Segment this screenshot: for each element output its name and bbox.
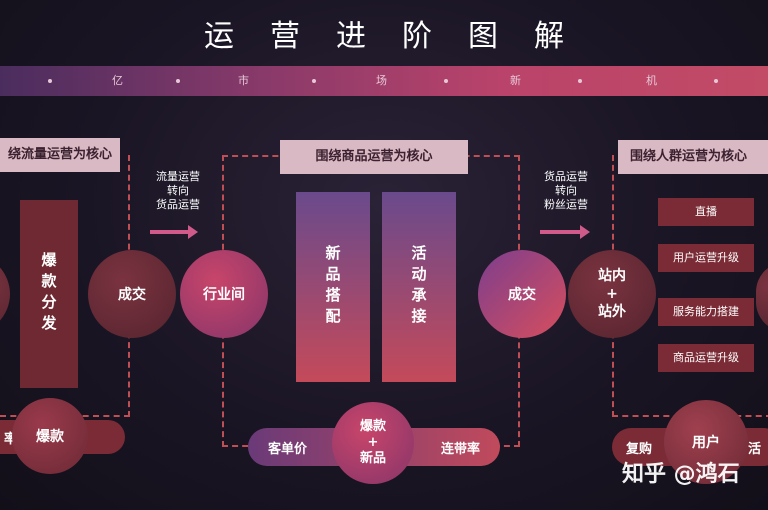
banner-char: 新 (510, 74, 521, 87)
arrow2-shaft (540, 230, 580, 234)
arrow1-line1: 流量运营 (156, 170, 200, 183)
banner-dot (578, 79, 582, 83)
right-item-user-ops: 用户运营升级 (658, 244, 754, 272)
banner-char: 亿 (112, 74, 123, 87)
banner-char: 机 (646, 74, 657, 87)
arrow1-head (188, 225, 198, 239)
right-pill-left-label: 复购 (626, 441, 653, 457)
right-bottom-circle-label: 用户 (692, 435, 720, 451)
right-pill-right-label: 活 (748, 441, 762, 457)
right-circle-channels: 站内 + 站外 (568, 250, 656, 338)
arrow1-shaft (150, 230, 188, 234)
right-partial-circle (756, 262, 768, 332)
middle-center-bottom: 新品 (359, 451, 386, 466)
middle-pill-right-label: 连带率 (440, 441, 480, 457)
left-header: 绕流量运营为核心 (0, 138, 120, 172)
middle-center-top: 爆款 (359, 419, 386, 434)
right-circle-bottom: 站外 (598, 304, 626, 320)
banner-dot (176, 79, 180, 83)
middle-pill-left-label: 客单价 (268, 441, 308, 457)
right-circle-top: 站内 (598, 268, 626, 284)
left-bottom-circle: 爆款 (12, 398, 88, 474)
watermark: 知乎 @鸿石 (622, 462, 740, 487)
left-bottom-circle-label: 爆款 (36, 429, 64, 445)
banner-char: 市 (238, 74, 249, 87)
middle-right-circle: 成交 (478, 250, 566, 338)
arrow1-label: 流量运营 转向 货品运营 (144, 170, 212, 212)
middle-header: 围绕商品运营为核心 (280, 140, 468, 174)
banner-dot (312, 79, 316, 83)
middle-right-circle-label: 成交 (508, 287, 536, 303)
right-item-live: 直播 (658, 198, 754, 226)
middle-left-circle: 行业间 (180, 250, 268, 338)
banner-dot (48, 79, 52, 83)
middle-bar-right-label: 活动承接 (409, 245, 428, 329)
arrow2-line3: 粉丝运营 (544, 198, 588, 211)
left-tall-bar: 爆款分发 (20, 200, 78, 388)
right-item-service: 服务能力搭建 (658, 298, 754, 326)
banner-dot (714, 79, 718, 83)
middle-left-circle-label: 行业间 (203, 287, 245, 303)
arrow1-line3: 货品运营 (156, 198, 200, 211)
page-title: 运营进阶图解 (204, 19, 600, 54)
arrow2-line2: 转向 (555, 184, 577, 197)
left-bar-label: 爆款分发 (39, 252, 58, 336)
right-circle-plus: + (606, 286, 618, 302)
banner-strip: 亿 市 场 新 机 (0, 66, 768, 96)
middle-bar-left: 新品搭配 (296, 192, 370, 382)
middle-center-plus: + (367, 435, 379, 450)
left-partial-circle (0, 254, 10, 334)
right-item-product-ops: 商品运营升级 (658, 344, 754, 372)
arrow2-head (580, 225, 590, 239)
arrow2-label: 货品运营 转向 粉丝运营 (532, 170, 600, 212)
banner-dot (444, 79, 448, 83)
middle-bar-left-label: 新品搭配 (323, 245, 342, 329)
middle-center-circle: 爆款 + 新品 (332, 402, 414, 484)
right-bottom-circle: 用户 (664, 400, 748, 484)
arrow2-line1: 货品运营 (544, 170, 588, 183)
left-circle-deal: 成交 (88, 250, 176, 338)
banner-char: 场 (376, 74, 387, 87)
left-circle-label: 成交 (118, 287, 146, 303)
middle-bar-right: 活动承接 (382, 192, 456, 382)
right-header: 围绕人群运营为核心 (618, 140, 768, 174)
arrow1-line2: 转向 (167, 184, 189, 197)
